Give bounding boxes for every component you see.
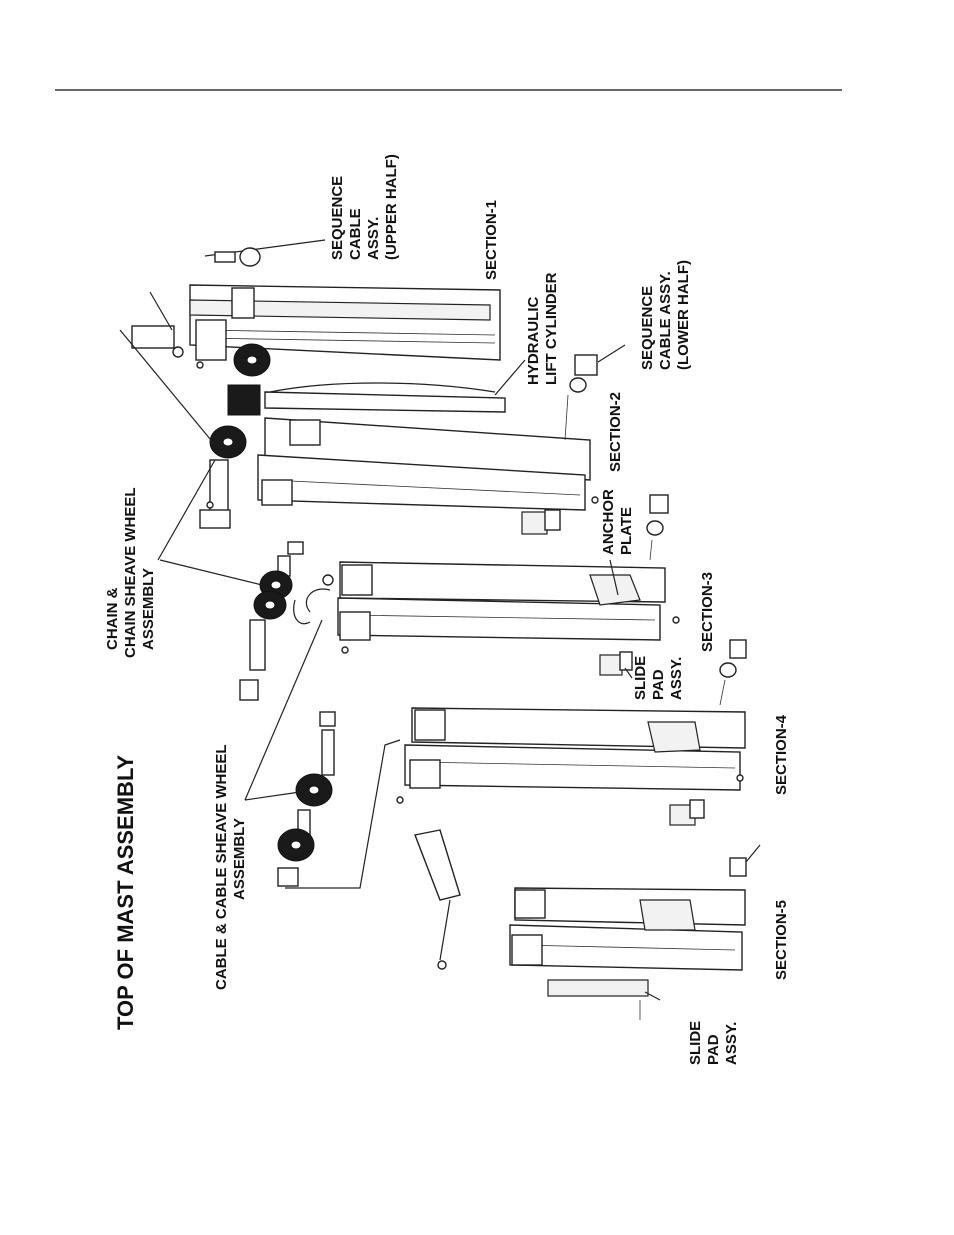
label-anchor-line-2: PLATE	[618, 507, 635, 555]
label-chain-sheave: CHAIN & CHAIN SHEAVE WHEEL ASSEMBLY	[104, 487, 157, 658]
section-2-rail	[258, 418, 590, 510]
label-section-1: SECTION-1	[483, 200, 500, 280]
label-hydraulic-line-1: HYDRAULIC	[525, 297, 542, 385]
slide-pad-bottom	[548, 980, 660, 1020]
label-sequence-upper-line-1: SEQUENCE	[329, 176, 346, 260]
label-section-3: SECTION-3	[699, 572, 716, 652]
section-5-rail	[510, 888, 745, 970]
label-anchor-line-1: ANCHOR	[600, 489, 617, 555]
label-slide-pad-1-line-3: ASSY.	[668, 657, 685, 700]
label-slide-pad-1-line-1: SLIDE	[632, 656, 649, 700]
chain-sheave-wheel-top	[120, 330, 270, 458]
label-sequence-upper-line-2: CABLE	[347, 208, 364, 260]
section-1-rail	[190, 285, 500, 360]
label-sequence-upper-line-3: ASSY.	[365, 217, 382, 260]
label-sequence-cable-lower: SEQUENCE CABLE ASSY. (LOWER HALF)	[639, 260, 692, 370]
label-chain-line-1: CHAIN &	[104, 587, 121, 650]
diagram-title: TOP OF MAST ASSEMBLY	[113, 755, 138, 1030]
label-sequence-upper-line-4: (UPPER HALF)	[383, 154, 400, 260]
section-4-rail	[405, 708, 745, 790]
label-cable-line-2: ASSEMBLY	[231, 818, 248, 900]
cable-sheave-wheel-assembly	[245, 620, 400, 888]
label-slide-pad-2-line-3: ASSY.	[723, 1022, 740, 1065]
label-sequence-lower-line-3: (LOWER HALF)	[675, 260, 692, 370]
slide-pad-top	[522, 510, 560, 534]
sequence-cable-upper-part	[205, 240, 325, 266]
label-sequence-lower-line-2: CABLE ASSY.	[657, 271, 674, 370]
top-bracket	[132, 292, 183, 357]
cable-hook-middle	[294, 575, 333, 624]
label-cable-line-1: CABLE & CABLE SHEAVE WHEEL	[213, 744, 230, 990]
chain-link-top	[200, 460, 230, 528]
label-cable-sheave: CABLE & CABLE SHEAVE WHEEL ASSEMBLY	[213, 744, 248, 990]
flat-plate	[415, 830, 460, 969]
label-slide-pad-1-line-2: PAD	[650, 669, 667, 700]
label-slide-pad-2-line-1: SLIDE	[687, 1021, 704, 1065]
label-section-4: SECTION-4	[773, 714, 790, 795]
label-section-2: SECTION-2	[607, 392, 624, 472]
label-slide-pad-1: SLIDE PAD ASSY.	[632, 656, 685, 700]
label-sequence-cable-upper: SEQUENCE CABLE ASSY. (UPPER HALF)	[329, 154, 400, 260]
label-slide-pad-2: SLIDE PAD ASSY.	[687, 1021, 740, 1065]
label-hydraulic-line-2: LIFT CYLINDER	[543, 272, 560, 385]
section-3-rail	[338, 562, 665, 640]
label-slide-pad-2-line-2: PAD	[705, 1034, 722, 1065]
sequence-cable-bottom	[730, 845, 760, 876]
label-chain-line-3: ASSEMBLY	[140, 568, 157, 650]
hydraulic-lift-cylinder-part	[265, 360, 525, 412]
label-sequence-lower-line-1: SEQUENCE	[639, 286, 656, 370]
slide-pad-middle	[600, 652, 632, 678]
label-hydraulic-lift-cylinder: HYDRAULIC LIFT CYLINDER	[525, 272, 560, 385]
label-anchor-plate: ANCHOR PLATE	[600, 489, 635, 555]
label-chain-line-2: CHAIN SHEAVE WHEEL	[122, 487, 139, 658]
label-section-5: SECTION-5	[773, 900, 790, 980]
